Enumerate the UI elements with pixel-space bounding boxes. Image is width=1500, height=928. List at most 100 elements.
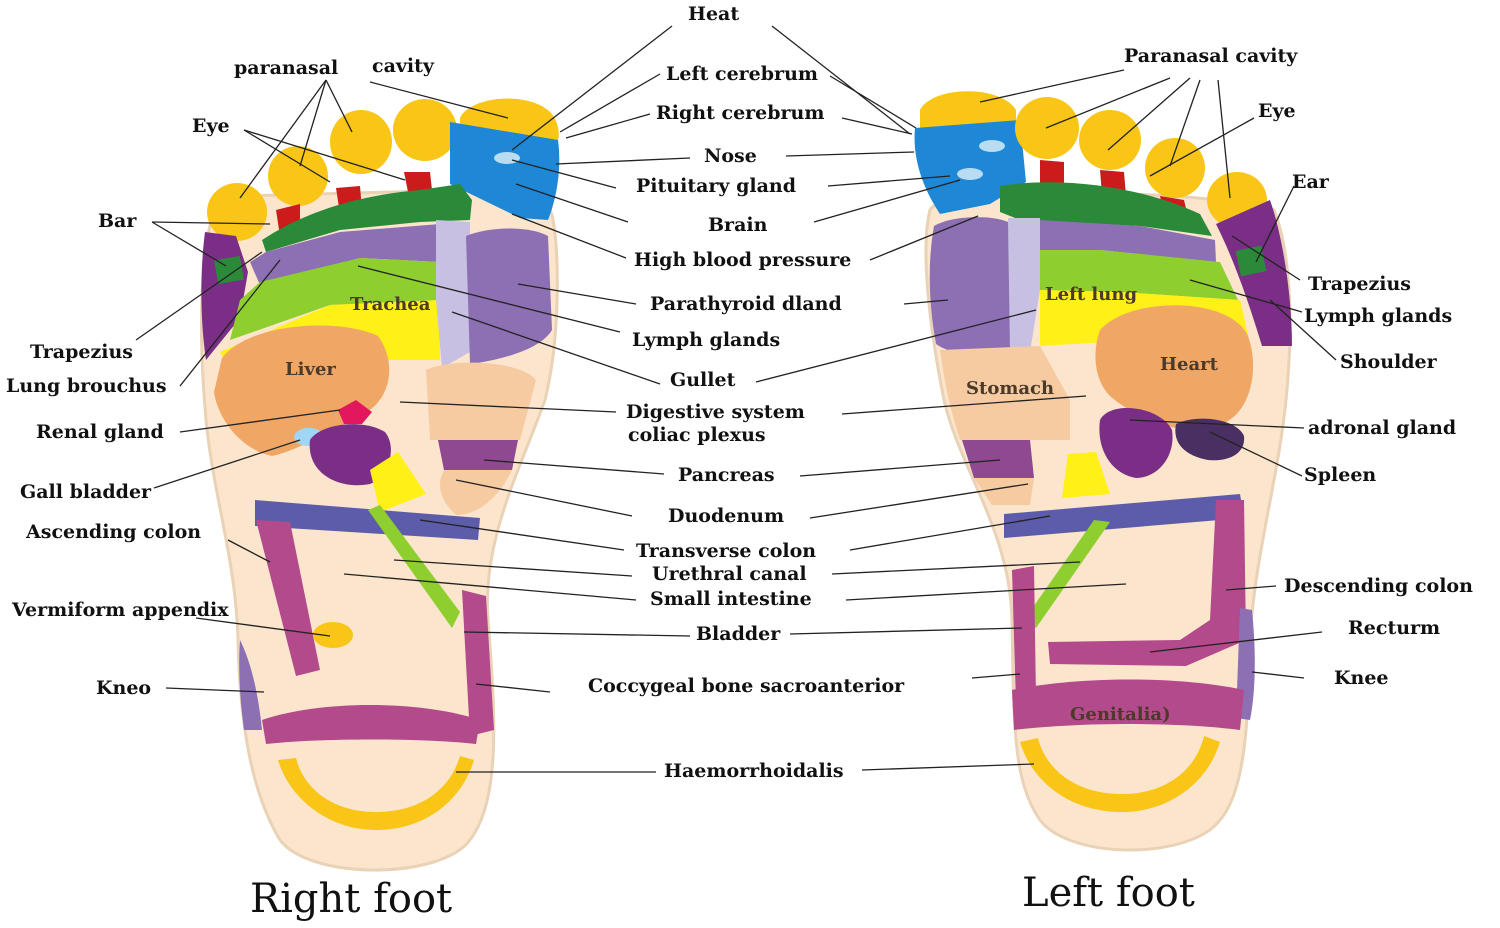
label-vermiform: Vermiform appendix (11, 599, 229, 621)
left-pancreas (962, 440, 1034, 478)
label-eye-right: Eye (192, 115, 230, 137)
left-lavender-column (929, 217, 1010, 356)
right-appendix (313, 622, 353, 648)
label-coliac: coliac plexus (628, 424, 766, 446)
left-pale-strip (1008, 218, 1040, 352)
left-heel-arc (1020, 736, 1220, 812)
right-genital-band (262, 705, 480, 744)
left-red-1 (1040, 160, 1064, 186)
label-ear-left: Ear (1292, 171, 1330, 193)
center-labels: Heat Left cerebrum Right cerebrum Nose P… (588, 3, 905, 782)
right-lung (230, 258, 440, 340)
label-urethral: Urethral canal (652, 563, 807, 585)
label-left-cerebrum: Left cerebrum (666, 63, 818, 85)
left-foot-side-labels: Paranasal cavity Eye Ear Trapezius Lymph… (1124, 45, 1473, 689)
right-nose-spot (494, 152, 520, 164)
left-toe-4 (1145, 138, 1205, 198)
label-bladder: Bladder (696, 623, 781, 645)
label-shoulder: Shoulder (1340, 351, 1438, 373)
label-lymph-glands-center: Lymph glands (632, 329, 780, 351)
label-coccygeal: Coccygeal bone sacroanterior (588, 675, 905, 697)
label-knee-right: Kneo (96, 677, 151, 699)
label-nose: Nose (704, 145, 757, 167)
label-ear-right: Bar (98, 210, 137, 232)
left-bladder (1012, 566, 1036, 704)
label-parathyroid: Parathyroid dland (650, 293, 842, 315)
leader-lines (135, 25, 1337, 773)
genitalia-label: Genitalia) (1070, 704, 1171, 725)
label-adronal: adronal gland (1308, 417, 1456, 439)
right-transverse-colon (255, 500, 480, 540)
title-right-foot: Right foot (250, 876, 452, 922)
left-descending-colon (1048, 500, 1246, 666)
right-bladder (462, 590, 494, 736)
right-duodenum (440, 470, 512, 515)
right-yellow-small (370, 452, 426, 512)
label-spleen: Spleen (1304, 464, 1376, 486)
right-digestive (426, 362, 536, 440)
label-brain: Brain (708, 214, 768, 236)
liver-label: Liver (285, 359, 336, 380)
label-transverse-colon: Transverse colon (636, 540, 816, 562)
right-green-band (262, 184, 472, 252)
right-urethral (368, 505, 460, 628)
left-heart (1095, 305, 1254, 430)
right-big-toe-blue (450, 122, 560, 220)
heart-label: Heart (1160, 354, 1219, 375)
right-lavender-column (466, 228, 552, 364)
label-paranasal: paranasal (234, 57, 338, 79)
label-knee-left: Knee (1334, 667, 1389, 689)
label-lung-brouchus: Lung brouchus (6, 375, 167, 397)
label-duodenum: Duodenum (668, 505, 784, 527)
label-eye-left: Eye (1258, 100, 1296, 122)
left-urethral (1024, 520, 1110, 628)
label-descending-colon: Descending colon (1284, 575, 1473, 597)
right-foot: Trachea Liver (200, 98, 560, 872)
left-foot: Left lung Heart Stomach Genitalia) (914, 91, 1292, 852)
label-heat: Heat (688, 3, 739, 25)
right-pale-strip (436, 220, 470, 368)
left-nose-spot-1 (979, 140, 1005, 152)
label-gall-bladder: Gall bladder (20, 481, 152, 503)
label-gullet: Gullet (670, 369, 736, 391)
label-pancreas: Pancreas (678, 464, 775, 486)
left-green-band (1000, 182, 1212, 236)
label-trapezius-left: Trapezius (1308, 273, 1411, 295)
label-cavity: cavity (372, 55, 435, 77)
trachea-label: Trachea (350, 294, 431, 315)
label-high-blood-pressure: High blood pressure (634, 249, 851, 271)
left-nose-spot-2 (957, 168, 983, 180)
stomach-label: Stomach (966, 378, 1054, 399)
label-haemorrhoidalis: Haemorrhoidalis (664, 760, 844, 782)
label-trapezius-right: Trapezius (30, 341, 133, 363)
label-small-intestine: Small intestine (650, 588, 812, 610)
left-lung (1040, 250, 1238, 300)
label-right-cerebrum: Right cerebrum (656, 102, 824, 124)
left-transverse-colon (1004, 494, 1244, 538)
right-heel-arc (278, 756, 474, 830)
label-ascending-colon: Ascending colon (25, 521, 201, 543)
label-digestive: Digestive system (626, 401, 805, 423)
left-yellow-small (1062, 452, 1110, 498)
right-liver (214, 325, 390, 456)
title-left-foot: Left foot (1022, 870, 1195, 916)
left-toe-3 (1079, 110, 1141, 170)
right-toe-2 (393, 99, 457, 161)
right-renal (338, 400, 372, 424)
right-pancreas (438, 440, 518, 470)
right-foot-side-labels: paranasal cavity Eye Bar Trapezius Lung … (6, 55, 435, 699)
right-knee (239, 640, 262, 730)
right-toe-5 (207, 183, 267, 241)
label-pituitary: Pituitary gland (636, 175, 796, 197)
left-genital-band (1012, 679, 1244, 730)
left-lymph-band (1040, 220, 1216, 262)
label-recturm: Recturm (1348, 617, 1440, 639)
left-lung-label: Left lung (1045, 284, 1137, 305)
right-ear-spot (214, 255, 244, 285)
left-spleen (1175, 418, 1245, 461)
right-ascending-colon (256, 520, 320, 676)
left-adrenal (1099, 407, 1173, 478)
label-lymph-glands-left: Lymph glands (1304, 305, 1452, 327)
right-toe-3 (330, 110, 392, 174)
